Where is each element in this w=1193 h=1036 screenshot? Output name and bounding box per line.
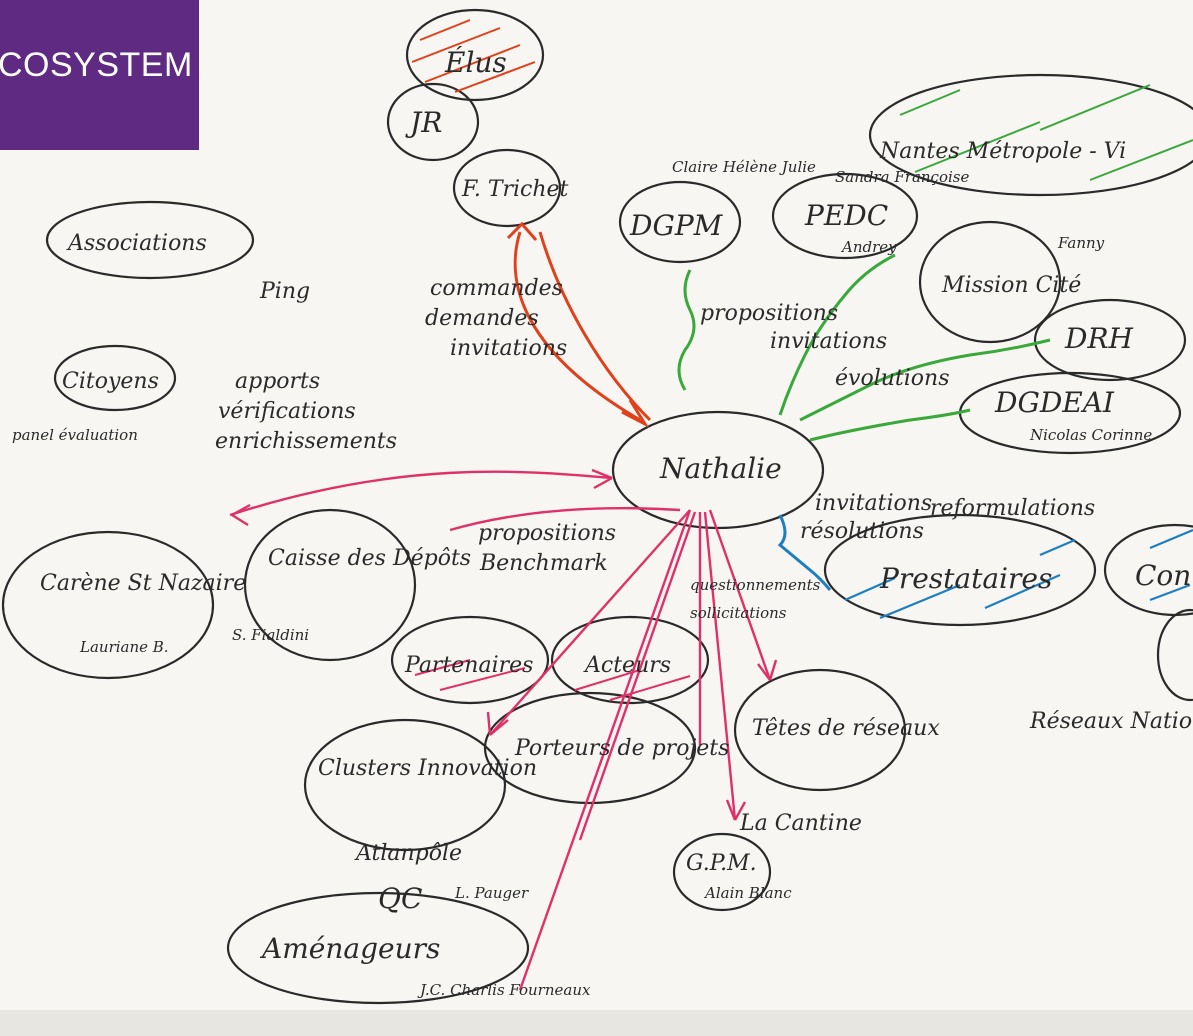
blue-link [777,514,832,591]
green-links [677,253,1051,442]
node-porteurs-projets: Porteurs de projets [514,736,729,761]
node-pedc: PEDC [804,199,888,232]
node-carene: Carène St Nazaire [40,571,246,596]
edge-label-invitations-2: invitations [770,329,887,354]
node-dgpm: DGPM [629,209,724,242]
node-citoyens-outline [53,344,177,412]
node-mission-cite: Mission Cité [941,273,1081,298]
edge-label-sollicitations: sollicitations [690,604,787,622]
node-elus-outline [405,8,545,102]
node-tetes-reseaux: Têtes de réseaux [752,716,940,741]
node-partenaires-outline [390,615,550,705]
edge-label-commandes: commandes [430,276,563,301]
node-caisse-depots: Caisse des Dépôts [268,546,471,571]
node-dgdeai: DGDEAI [994,386,1115,419]
title-banner: COSYSTEM [0,0,199,150]
node-pedc-sub: Sandra Françoise [835,168,969,186]
node-nathalie-outline [611,410,825,530]
edge-label-evolutions: évolutions [835,366,949,391]
edge-label-propositions-1: propositions [700,301,838,326]
paper-shadow [0,1010,1193,1036]
edge-label-reformulations: reformulations [930,496,1095,521]
node-drh-outline [1033,298,1187,382]
node-pedc-outline [771,172,919,260]
node-clusters: Clusters Innovation [318,756,537,781]
banner-text: COSYSTEM [0,46,193,84]
node-reseaux-nationaux: Réseaux Nationaux [1029,709,1193,734]
node-dgpm-sub: Claire Hélène Julie [672,158,816,176]
node-amenageurs-sub: J.C. Charlis Fourneaux [417,981,591,999]
node-prestataires-outline [823,513,1097,627]
node-elus: Élus [444,46,507,79]
node-carene-outline [1,530,215,680]
node-jr-outline [386,82,480,162]
node-tetes-reseaux-outline [733,668,907,792]
edge-label-invitations-3: invitations [815,491,932,516]
node-gpm: G.P.M. [686,851,757,876]
node-gpm-sub: Alain Blanc [703,884,792,902]
node-trichet: F. Trichet [461,177,569,202]
red-arrows [506,221,652,428]
edge-label-benchmark: Benchmark [479,551,608,576]
node-jr: JR [405,106,442,139]
node-caisse-outline [243,508,417,662]
node-caisse-sub: S. Fialdini [232,626,309,644]
edge-label-enrichissements: enrichissements [215,429,397,454]
edge-label-resolutions: résolutions [800,519,924,544]
node-mission-cite-outline [918,220,1062,344]
node-atlanpole: Atlanpôle [354,841,462,866]
node-acteurs: Acteurs [583,653,671,678]
node-con: Con [1135,559,1191,592]
node-clusters-outline [303,718,507,852]
node-mission-cite-note: Fanny [1057,234,1105,252]
node-ping: Ping [259,279,310,304]
node-carene-sub: Lauriane B. [79,638,169,656]
pink-arrows [229,468,778,991]
edge-label-verifications: vérifications [218,399,356,424]
edge-label-demandes: demandes [425,306,539,331]
edge-label-questionnements: questionnements [690,576,821,594]
node-trichet-outline [452,148,562,228]
nantes-hatch [899,84,1193,181]
node-nantes-outline [868,73,1193,197]
node-dgdeai-sub: Nicolas Corinne [1029,426,1152,444]
node-panel-evaluation: panel évaluation [12,426,138,444]
node-dgpm-outline [618,180,742,264]
node-qc: QC [378,882,422,915]
node-extra-outline [1156,608,1193,702]
node-pedc-sub2: Andrey [840,238,897,256]
node-prestataires: Prestataires [879,562,1052,595]
node-cantine: La Cantine [739,811,862,836]
node-nantes-metropole: Nantes Métropole - Vi [879,139,1126,164]
node-partenaires: Partenaires [404,653,533,678]
node-porteurs-outline [483,691,697,805]
edge-label-apports: apports [235,369,320,394]
node-nathalie: Nathalie [659,452,782,485]
node-amenageurs-outline [226,891,530,1005]
elus-hatch [411,19,536,93]
node-associations-outline [45,200,255,280]
prestataires-hatch [844,528,1193,620]
edge-label-invitations-1: invitations [450,336,567,361]
node-drh: DRH [1064,322,1134,355]
node-gpm-outline [672,832,772,912]
node-citoyens: Citoyens [62,369,159,394]
node-amenageurs: Aménageurs [259,932,440,965]
node-pauger: L. Pauger [454,884,529,902]
node-acteurs-outline [550,615,710,705]
node-associations: Associations [66,231,207,256]
edge-label-propositions-2: propositions [478,521,616,546]
